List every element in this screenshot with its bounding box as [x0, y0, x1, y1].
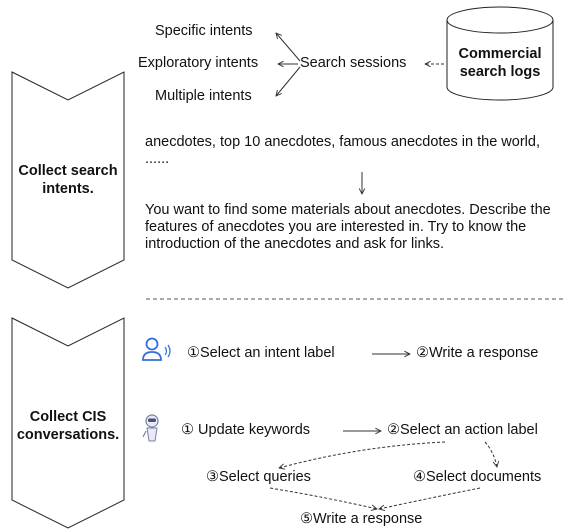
user-icon: [142, 337, 171, 361]
arrow-documents-to-response: [379, 487, 481, 509]
arrow-to-multiple: [276, 66, 301, 96]
agent-step2-label: ②Select an action label: [387, 422, 538, 438]
intent-exploratory: Exploratory intents: [138, 55, 259, 71]
logs-label-line2: search logs: [459, 64, 541, 80]
stage1-label-line1: Collect search: [18, 163, 118, 179]
description-text: You want to find some materials about an…: [145, 202, 551, 252]
user-step1-label: ①Select an intent label: [187, 345, 335, 361]
arrow-to-specific: [276, 33, 301, 62]
agent-step5-label: ⑤Write a response: [300, 511, 423, 527]
stage2-chevron: [11, 317, 125, 529]
intent-specific: Specific intents: [155, 23, 253, 39]
user-step2-label: ②Write a response: [416, 345, 539, 361]
agent-step3-label: ③Select queries: [206, 469, 311, 485]
database-icon: [446, 6, 554, 101]
keywords-text: anecdotes, top 10 anecdotes, famous anec…: [145, 134, 540, 167]
agent-step1-label: ① Update keywords: [181, 422, 311, 438]
arrow-to-select-queries: [279, 441, 446, 468]
intent-multiple: Multiple intents: [155, 88, 252, 104]
stage1-chevron: [11, 71, 125, 289]
logs-label-line1: Commercial: [458, 46, 542, 62]
stage2-label-line2: conversations.: [16, 427, 120, 443]
arrow-to-select-documents: [484, 441, 497, 467]
stage1-label-line2: intents.: [42, 181, 94, 197]
arrow-queries-to-response: [269, 487, 377, 509]
agent-step4-label: ④Select documents: [413, 469, 542, 485]
stage2-label-line1: Collect CIS: [29, 409, 107, 425]
search-sessions-label: Search sessions: [300, 55, 407, 71]
agent-icon: [142, 414, 159, 442]
